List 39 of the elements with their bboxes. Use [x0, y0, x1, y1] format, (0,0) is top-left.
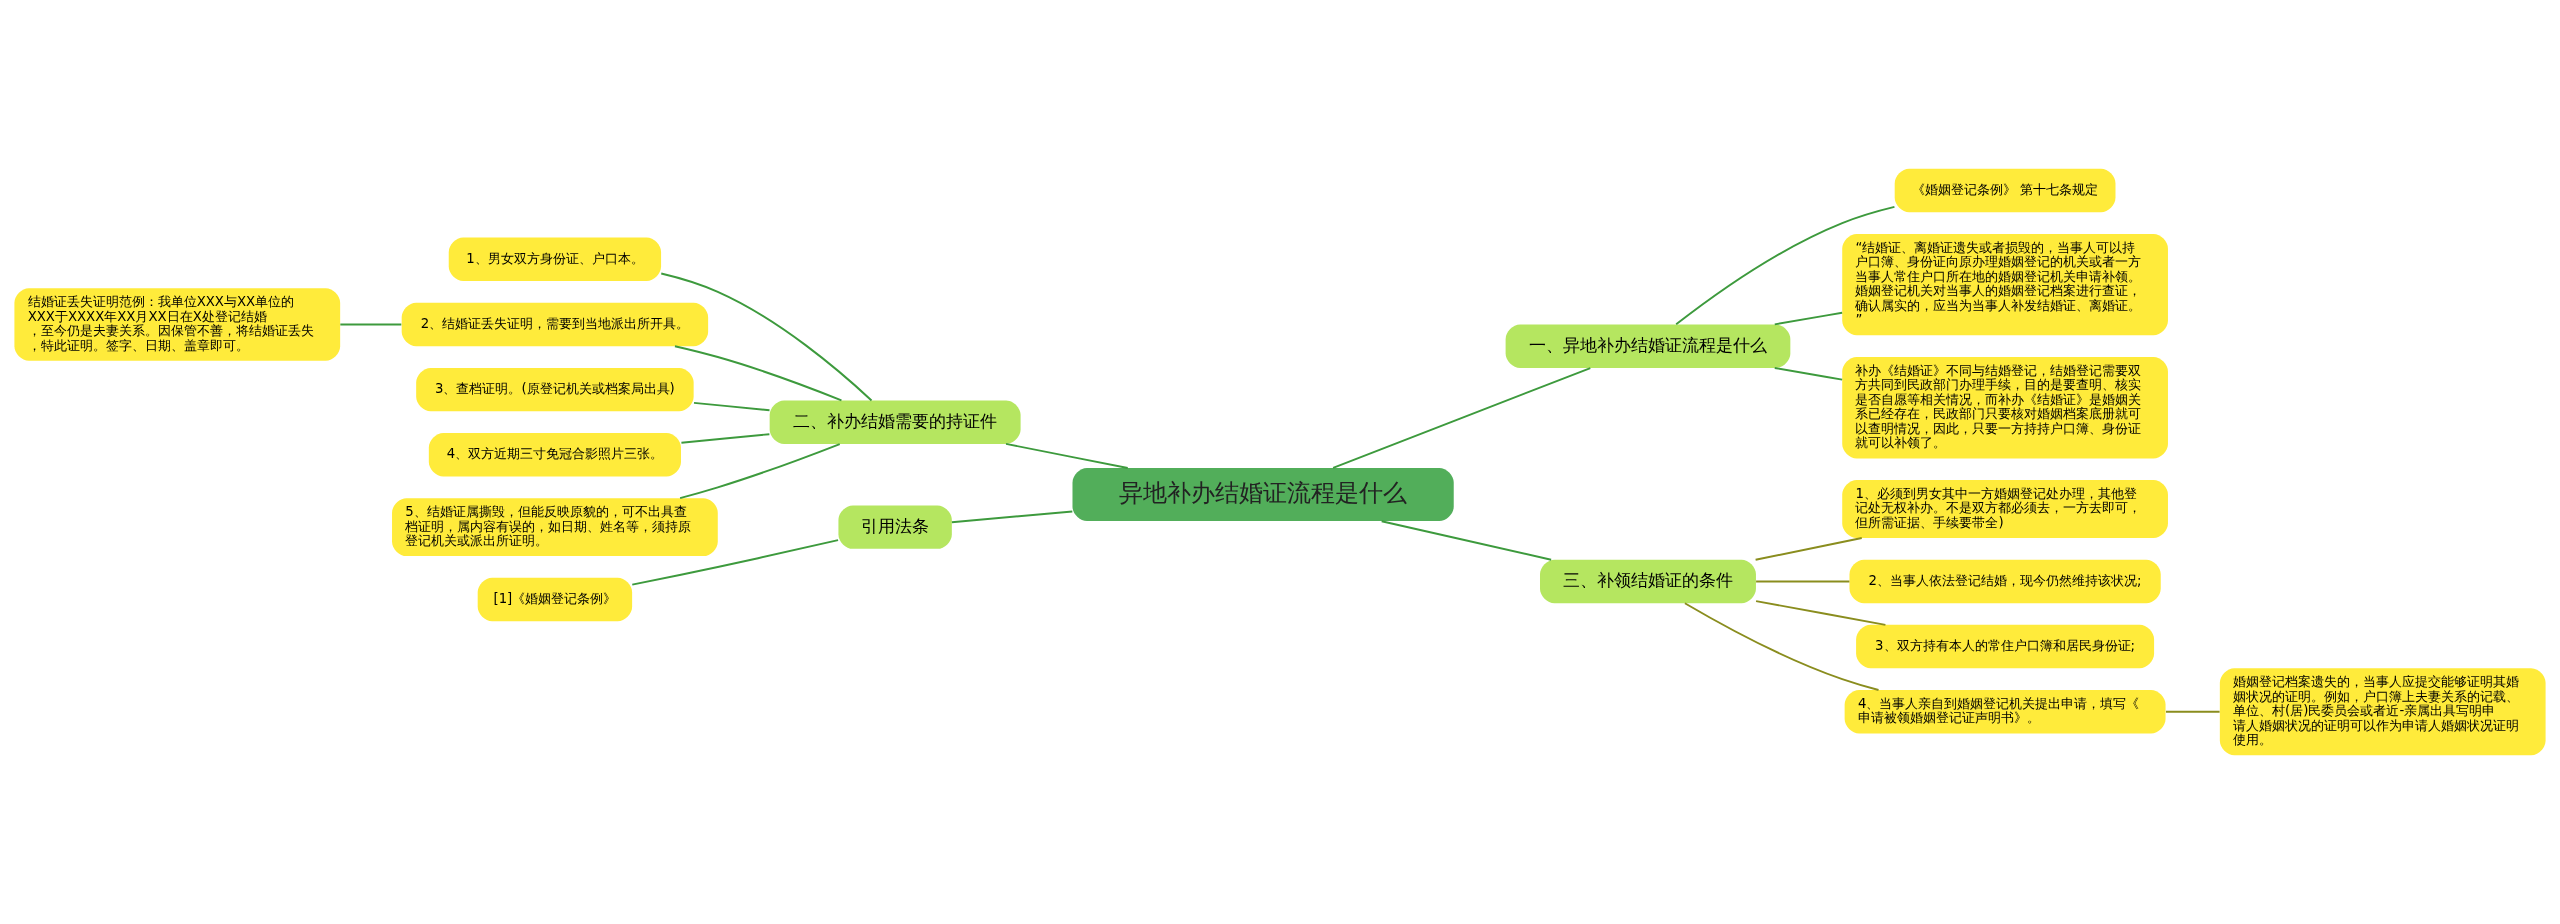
node-box: 4、当事人亲自到婚姻登记机关提出申请，填写《申请被领婚姻登记证声明书》。 — [1844, 690, 2166, 734]
connector — [1683, 602, 1880, 691]
connector — [1380, 520, 1553, 561]
connector — [2165, 710, 2221, 713]
node-box: 《婚姻登记条例》 第十七条规定 — [1894, 168, 2116, 213]
connector — [660, 272, 873, 402]
node-box: 2、当事人依法登记结婚，现今仍然维持该状况; — [1849, 559, 2161, 604]
connector — [631, 539, 840, 586]
connector — [1675, 205, 1896, 326]
node-box: 二、补办结婚需要的持证件 — [769, 400, 1021, 444]
connector — [679, 443, 841, 500]
connector — [673, 345, 843, 402]
node-box: 1、男女双方身份证、户口本。 — [448, 237, 662, 282]
node-box: 结婚证丢失证明范例：我单位XXX与XX单位的XXX于XXXX年XX月XX日在X处登记结婚，至今仍是夫妻关系。因保管不善，将结婚证丢失，特此证明。签字、日期、盖章即可。 — [14, 288, 341, 361]
connector — [1773, 311, 1844, 326]
connector — [1005, 442, 1129, 469]
connector — [693, 401, 771, 412]
node-box: 补办《结婚证》不同与结婚登记，结婚登记需要双方共同到民政部门办理手续，目的是要查明、核实是否自愿等相关情况，而补办《结婚证》是婚姻关系已经存在，民政部门只要核对婚姻档案底册就可以查明情况，因此，只要一方持持户口簿、身份证就可以补领了。 — [1842, 357, 2168, 459]
connector — [1332, 367, 1592, 469]
connector — [1773, 367, 1844, 381]
node-box: [1]《婚姻登记条例》 — [477, 577, 633, 622]
node-box: 一、异地补办结婚证流程是什么 — [1505, 324, 1791, 368]
node-box: 3、双方持有本人的常住户口簿和居民身份证; — [1856, 624, 2155, 669]
node-box: 1、必须到男女其中一方婚姻登记处办理，其他登记处无权补办。不是双方都必须去，一方去即可，但所需证据、手续要带全) — [1842, 480, 2168, 538]
node-box: 异地补办结婚证流程是什么 — [1072, 468, 1454, 522]
node-box: 2、结婚证丢失证明，需要到当地派出所开具。 — [401, 302, 709, 347]
node-box: 三、补领结婚证的条件 — [1540, 559, 1756, 604]
connector — [680, 433, 771, 444]
node-box: 5、结婚证属撕毁，但能反映原貌的，可不出具查档证明，属内容有误的，如日期、姓名等，须持原登记机关或派出所证明。 — [392, 498, 718, 557]
node-box: 3、查档证明。(原登记机关或档案局出具) — [416, 367, 694, 412]
connector — [1755, 580, 1851, 583]
node-box: “结婚证、离婚证遗失或者损毁的，当事人可以持户口簿、身份证向原办理婚姻登记的机关或者一方当事人常住户口所在地的婚姻登记机关申请补领。婚姻登记机关对当事人的婚姻登记档案进行查证，确认属实的，应当为当事人补发结婚证、离婚证。” — [1842, 234, 2168, 336]
node-box: 婚姻登记档案遗失的，当事人应提交能够证明其婚姻状况的证明。例如，户口簿上夫妻关系的记载、单位、村(居)民委员会或者近-亲属出具写明申请人婚姻状况的证明可以作为申请人婚姻状况证明使用。 — [2219, 668, 2546, 756]
connector — [950, 510, 1074, 524]
connector — [1754, 537, 1863, 561]
connector — [1755, 600, 1887, 626]
connector — [339, 323, 403, 326]
node-box: 引用法条 — [838, 505, 952, 549]
node-box: 4、双方近期三寸免冠合影照片三张。 — [428, 433, 681, 477]
